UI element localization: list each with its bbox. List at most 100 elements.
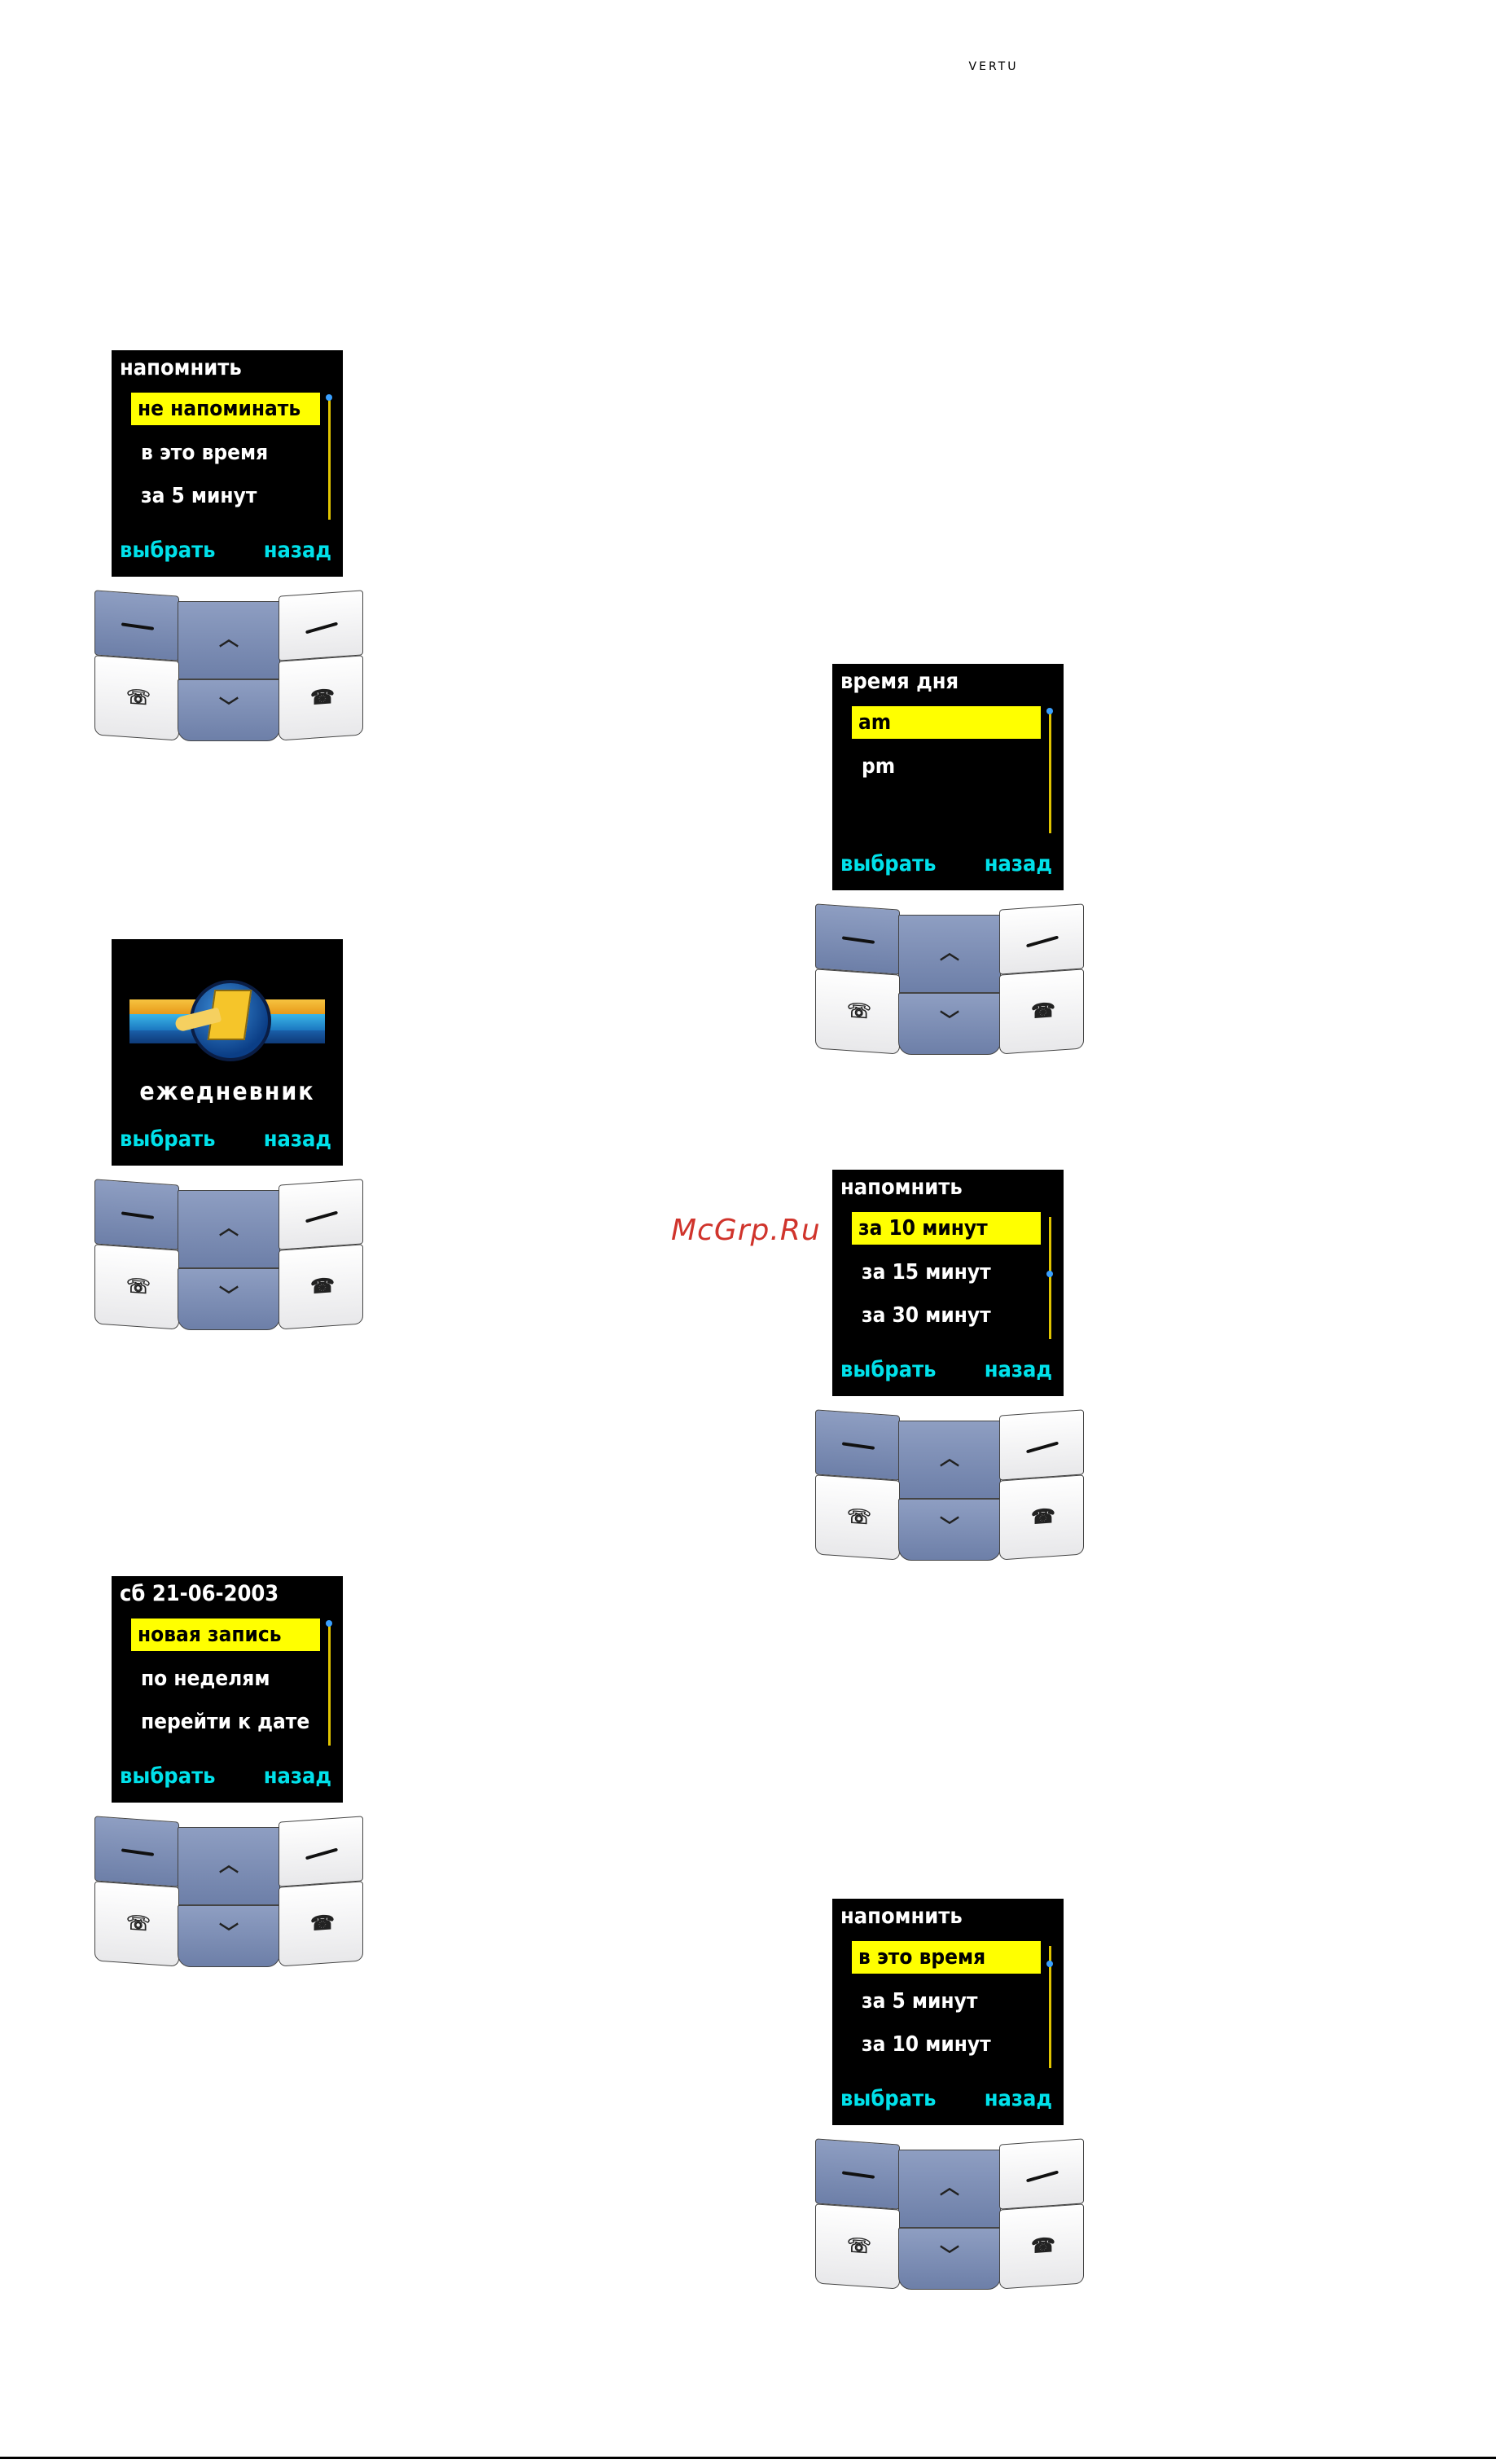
up-arrow-icon: ︿ xyxy=(940,2176,959,2198)
watermark: McGrp.Ru xyxy=(671,1214,821,1247)
end-call-button[interactable]: ☎ xyxy=(999,1474,1084,1561)
down-button[interactable]: ﹀ xyxy=(898,1499,1001,1561)
scrollbar-track xyxy=(1049,1946,1051,2068)
down-button[interactable]: ﹀ xyxy=(178,1905,280,1967)
left-softkey-button[interactable] xyxy=(815,903,900,975)
keypad: ︿ ☏ ﹀ ☎ xyxy=(91,1812,368,1975)
up-button[interactable]: ︿ xyxy=(178,601,280,679)
menu-item[interactable]: pm xyxy=(862,754,896,779)
scrollbar-thumb[interactable] xyxy=(1046,1961,1053,1967)
screen-title: напомнить xyxy=(840,1175,963,1200)
down-arrow-icon: ﹀ xyxy=(219,1285,239,1307)
end-call-icon: ☎ xyxy=(1031,1504,1055,1529)
end-call-icon: ☎ xyxy=(1031,999,1055,1023)
menu-item-selected[interactable]: не напоминать xyxy=(131,393,320,425)
left-softkey-button[interactable] xyxy=(94,1179,179,1250)
right-softkey-button[interactable] xyxy=(999,1409,1084,1481)
softkey-select[interactable]: выбрать xyxy=(120,1763,216,1789)
up-button[interactable]: ︿ xyxy=(898,915,1001,993)
up-arrow-icon: ︿ xyxy=(219,628,239,650)
left-softkey-button[interactable] xyxy=(94,1816,179,1887)
screen-title: напомнить xyxy=(120,355,242,380)
call-icon: ☏ xyxy=(126,1912,151,1936)
down-button[interactable]: ﹀ xyxy=(178,1268,280,1330)
scrollbar-thumb[interactable] xyxy=(326,1620,332,1627)
down-button[interactable]: ﹀ xyxy=(898,2228,1001,2290)
menu-item[interactable]: за 10 минут xyxy=(862,2032,991,2057)
up-button[interactable]: ︿ xyxy=(178,1190,280,1268)
down-button[interactable]: ﹀ xyxy=(898,993,1001,1055)
screen-reminder-1: напомнить не напоминать в это время за 5… xyxy=(112,350,343,577)
splash-label: ежедневник xyxy=(139,1078,315,1106)
call-button[interactable]: ☏ xyxy=(815,2203,900,2290)
screen-time-of-day: время дня am pm выбрать назад xyxy=(832,664,1064,890)
end-call-icon: ☎ xyxy=(1031,2233,1055,2258)
softkey-select[interactable]: выбрать xyxy=(840,2086,937,2111)
right-softkey-icon xyxy=(1026,935,1059,948)
menu-item[interactable]: за 15 минут xyxy=(862,1260,991,1285)
keypad: ︿ ☏ ﹀ ☎ xyxy=(812,900,1089,1063)
softkey-select[interactable]: выбрать xyxy=(120,538,216,563)
end-call-button[interactable]: ☎ xyxy=(279,1244,363,1330)
scrollbar-thumb[interactable] xyxy=(1046,708,1053,714)
end-call-button[interactable]: ☎ xyxy=(279,1881,363,1967)
right-softkey-button[interactable] xyxy=(279,1179,363,1250)
scrollbar-thumb[interactable] xyxy=(1046,1271,1053,1277)
call-button[interactable]: ☏ xyxy=(815,968,900,1055)
menu-item-selected[interactable]: в это время xyxy=(852,1941,1041,1974)
end-call-button[interactable]: ☎ xyxy=(999,2203,1084,2290)
menu-item-selected[interactable]: am xyxy=(852,706,1041,739)
call-button[interactable]: ☏ xyxy=(94,1881,179,1967)
call-button[interactable]: ☏ xyxy=(94,1244,179,1330)
down-button[interactable]: ﹀ xyxy=(178,679,280,741)
screen-title: время дня xyxy=(840,669,959,694)
right-softkey-button[interactable] xyxy=(279,1816,363,1887)
softkey-back[interactable]: назад xyxy=(263,1127,331,1152)
call-button[interactable]: ☏ xyxy=(94,655,179,741)
left-softkey-button[interactable] xyxy=(94,590,179,661)
screen-title: напомнить xyxy=(840,1904,963,1929)
call-icon: ☏ xyxy=(126,686,151,710)
softkey-select[interactable]: выбрать xyxy=(840,1357,937,1382)
softkey-back[interactable]: назад xyxy=(984,1357,1052,1382)
end-call-button[interactable]: ☎ xyxy=(279,655,363,741)
down-arrow-icon: ﹀ xyxy=(940,1516,959,1538)
softkey-back[interactable]: назад xyxy=(263,1763,331,1789)
menu-item-selected[interactable]: за 10 минут xyxy=(852,1212,1041,1245)
page-bottom-rule xyxy=(0,2457,1496,2459)
menu-item[interactable]: за 5 минут xyxy=(141,484,257,508)
left-softkey-button[interactable] xyxy=(815,1409,900,1481)
softkey-back[interactable]: назад xyxy=(263,538,331,563)
softkey-back[interactable]: назад xyxy=(984,2086,1052,2111)
softkey-select[interactable]: выбрать xyxy=(120,1127,216,1152)
call-button[interactable]: ☏ xyxy=(815,1474,900,1561)
call-icon: ☏ xyxy=(847,2234,872,2259)
scrollbar-track xyxy=(1049,711,1051,833)
menu-item[interactable]: перейти к дате xyxy=(141,1710,310,1734)
keypad: ︿ ☏ ﹀ ☎ xyxy=(91,1175,368,1338)
scrollbar-thumb[interactable] xyxy=(326,394,332,401)
screen-organizer-splash: ежедневник выбрать назад xyxy=(112,939,343,1166)
menu-item[interactable]: за 5 минут xyxy=(862,1989,978,2014)
right-softkey-icon xyxy=(305,1847,338,1860)
right-softkey-button[interactable] xyxy=(279,590,363,661)
up-arrow-icon: ︿ xyxy=(940,1447,959,1469)
left-softkey-icon xyxy=(841,936,875,944)
right-softkey-button[interactable] xyxy=(999,2138,1084,2210)
right-softkey-button[interactable] xyxy=(999,903,1084,975)
up-button[interactable]: ︿ xyxy=(898,2150,1001,2228)
softkey-back[interactable]: назад xyxy=(984,851,1052,876)
down-arrow-icon: ﹀ xyxy=(219,696,239,718)
up-button[interactable]: ︿ xyxy=(898,1421,1001,1499)
up-arrow-icon: ︿ xyxy=(940,942,959,964)
menu-item[interactable]: в это время xyxy=(141,441,269,465)
end-call-button[interactable]: ☎ xyxy=(999,968,1084,1055)
menu-item-selected[interactable]: новая запись xyxy=(131,1619,320,1651)
up-button[interactable]: ︿ xyxy=(178,1827,280,1905)
softkey-select[interactable]: выбрать xyxy=(840,851,937,876)
menu-item[interactable]: за 30 минут xyxy=(862,1303,991,1328)
right-softkey-icon xyxy=(305,1210,338,1223)
menu-item[interactable]: по неделям xyxy=(141,1667,270,1691)
up-arrow-icon: ︿ xyxy=(219,1854,239,1876)
left-softkey-button[interactable] xyxy=(815,2138,900,2210)
